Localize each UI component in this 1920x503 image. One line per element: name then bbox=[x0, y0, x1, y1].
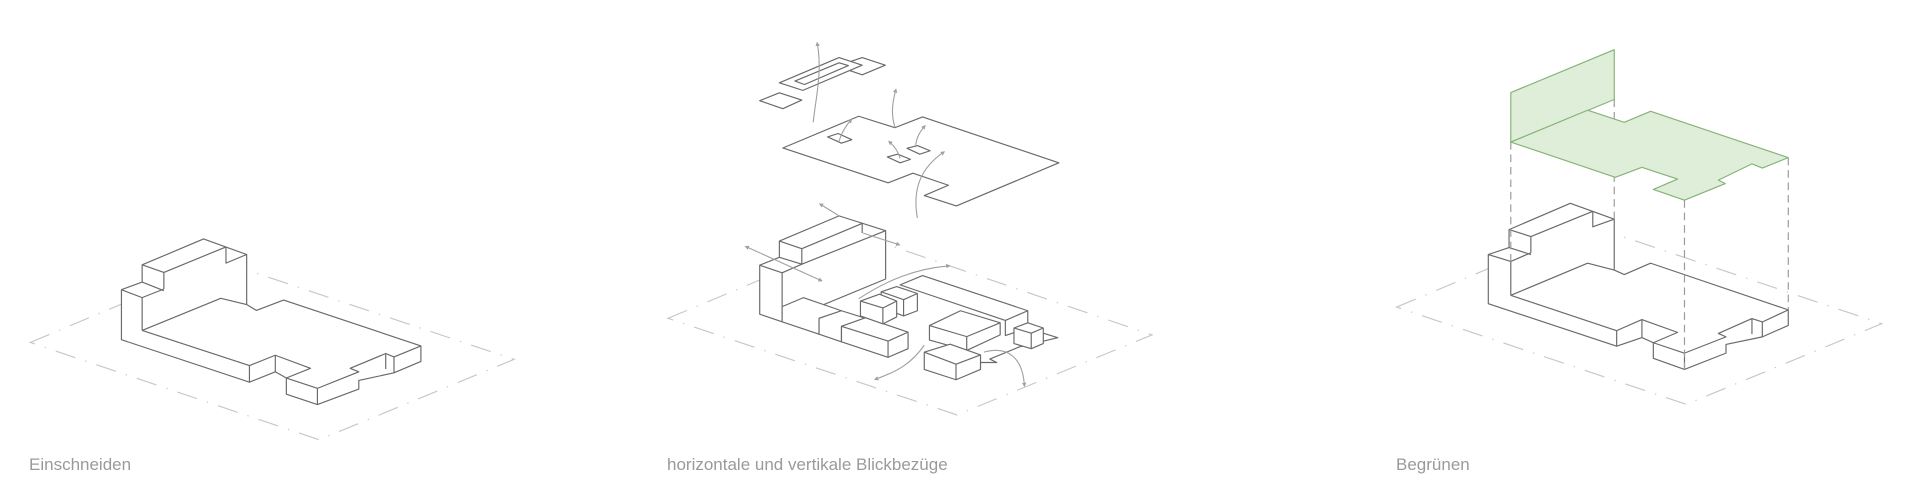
arrow-up-icon bbox=[812, 41, 820, 123]
double-arrow-icon bbox=[744, 245, 823, 282]
panel-begruenen-drawing bbox=[1394, 49, 1884, 405]
arrow-icon bbox=[873, 344, 925, 381]
site-boundary bbox=[666, 235, 1154, 416]
arrow-up-icon bbox=[915, 124, 926, 148]
arrow-icon bbox=[983, 349, 1027, 388]
arrow-up-icon bbox=[915, 151, 946, 219]
caption-begruenen: Begrünen bbox=[1396, 455, 1470, 474]
caption-blickbezuege: horizontale und vertikale Blickbezüge bbox=[667, 455, 948, 474]
arrow-up-icon bbox=[838, 118, 853, 142]
arrow-icon bbox=[818, 203, 840, 217]
arrow-up-icon bbox=[888, 140, 901, 159]
green-roof bbox=[1510, 109, 1789, 201]
caption-einschneiden: Einschneiden bbox=[29, 455, 132, 474]
green-facade bbox=[1510, 49, 1615, 143]
arrow-up-icon bbox=[891, 88, 898, 128]
building-volume bbox=[1487, 202, 1789, 370]
panel-blickbezuege-upper bbox=[759, 41, 1060, 219]
panel-blickbezuege-lower bbox=[666, 203, 1154, 416]
building-volume bbox=[120, 238, 422, 406]
panel-einschneiden-drawing bbox=[28, 238, 516, 441]
roof-plate bbox=[782, 115, 1060, 207]
arrow-icon bbox=[863, 232, 901, 246]
arrow-icon bbox=[858, 263, 951, 300]
